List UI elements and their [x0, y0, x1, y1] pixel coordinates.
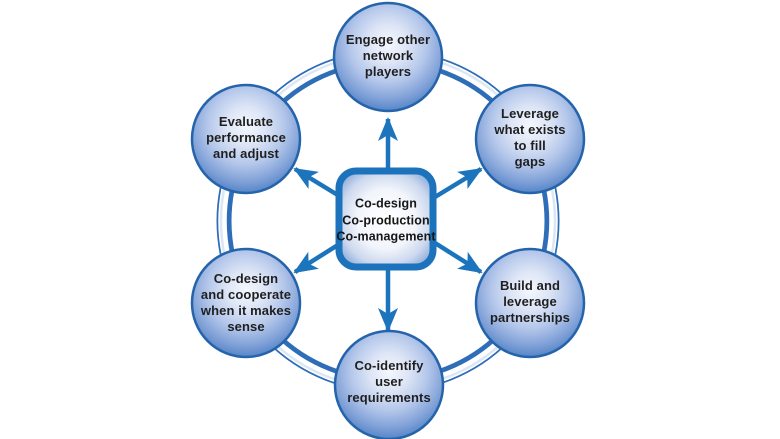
node-circle-build-leverage-partnerships — [474, 247, 586, 359]
arrow-group — [293, 117, 483, 332]
arrow-to-top-right-node — [433, 167, 483, 199]
center-box-shape — [335, 167, 437, 271]
arrow-to-bottom-right-node — [433, 241, 483, 274]
node-circle-leverage-what-exists — [474, 83, 586, 195]
node-circle-co-design-and-cooperate — [190, 247, 302, 359]
arrow-to-bottom-left-node — [293, 241, 343, 274]
node-circle-engage-other-network-players — [332, 1, 444, 113]
arrow-to-top-left-node — [293, 167, 343, 199]
node-circles — [190, 1, 586, 439]
node-circle-evaluate-performance-adjust — [190, 83, 302, 195]
node-circle-co-identify-user-requirements — [333, 329, 445, 439]
